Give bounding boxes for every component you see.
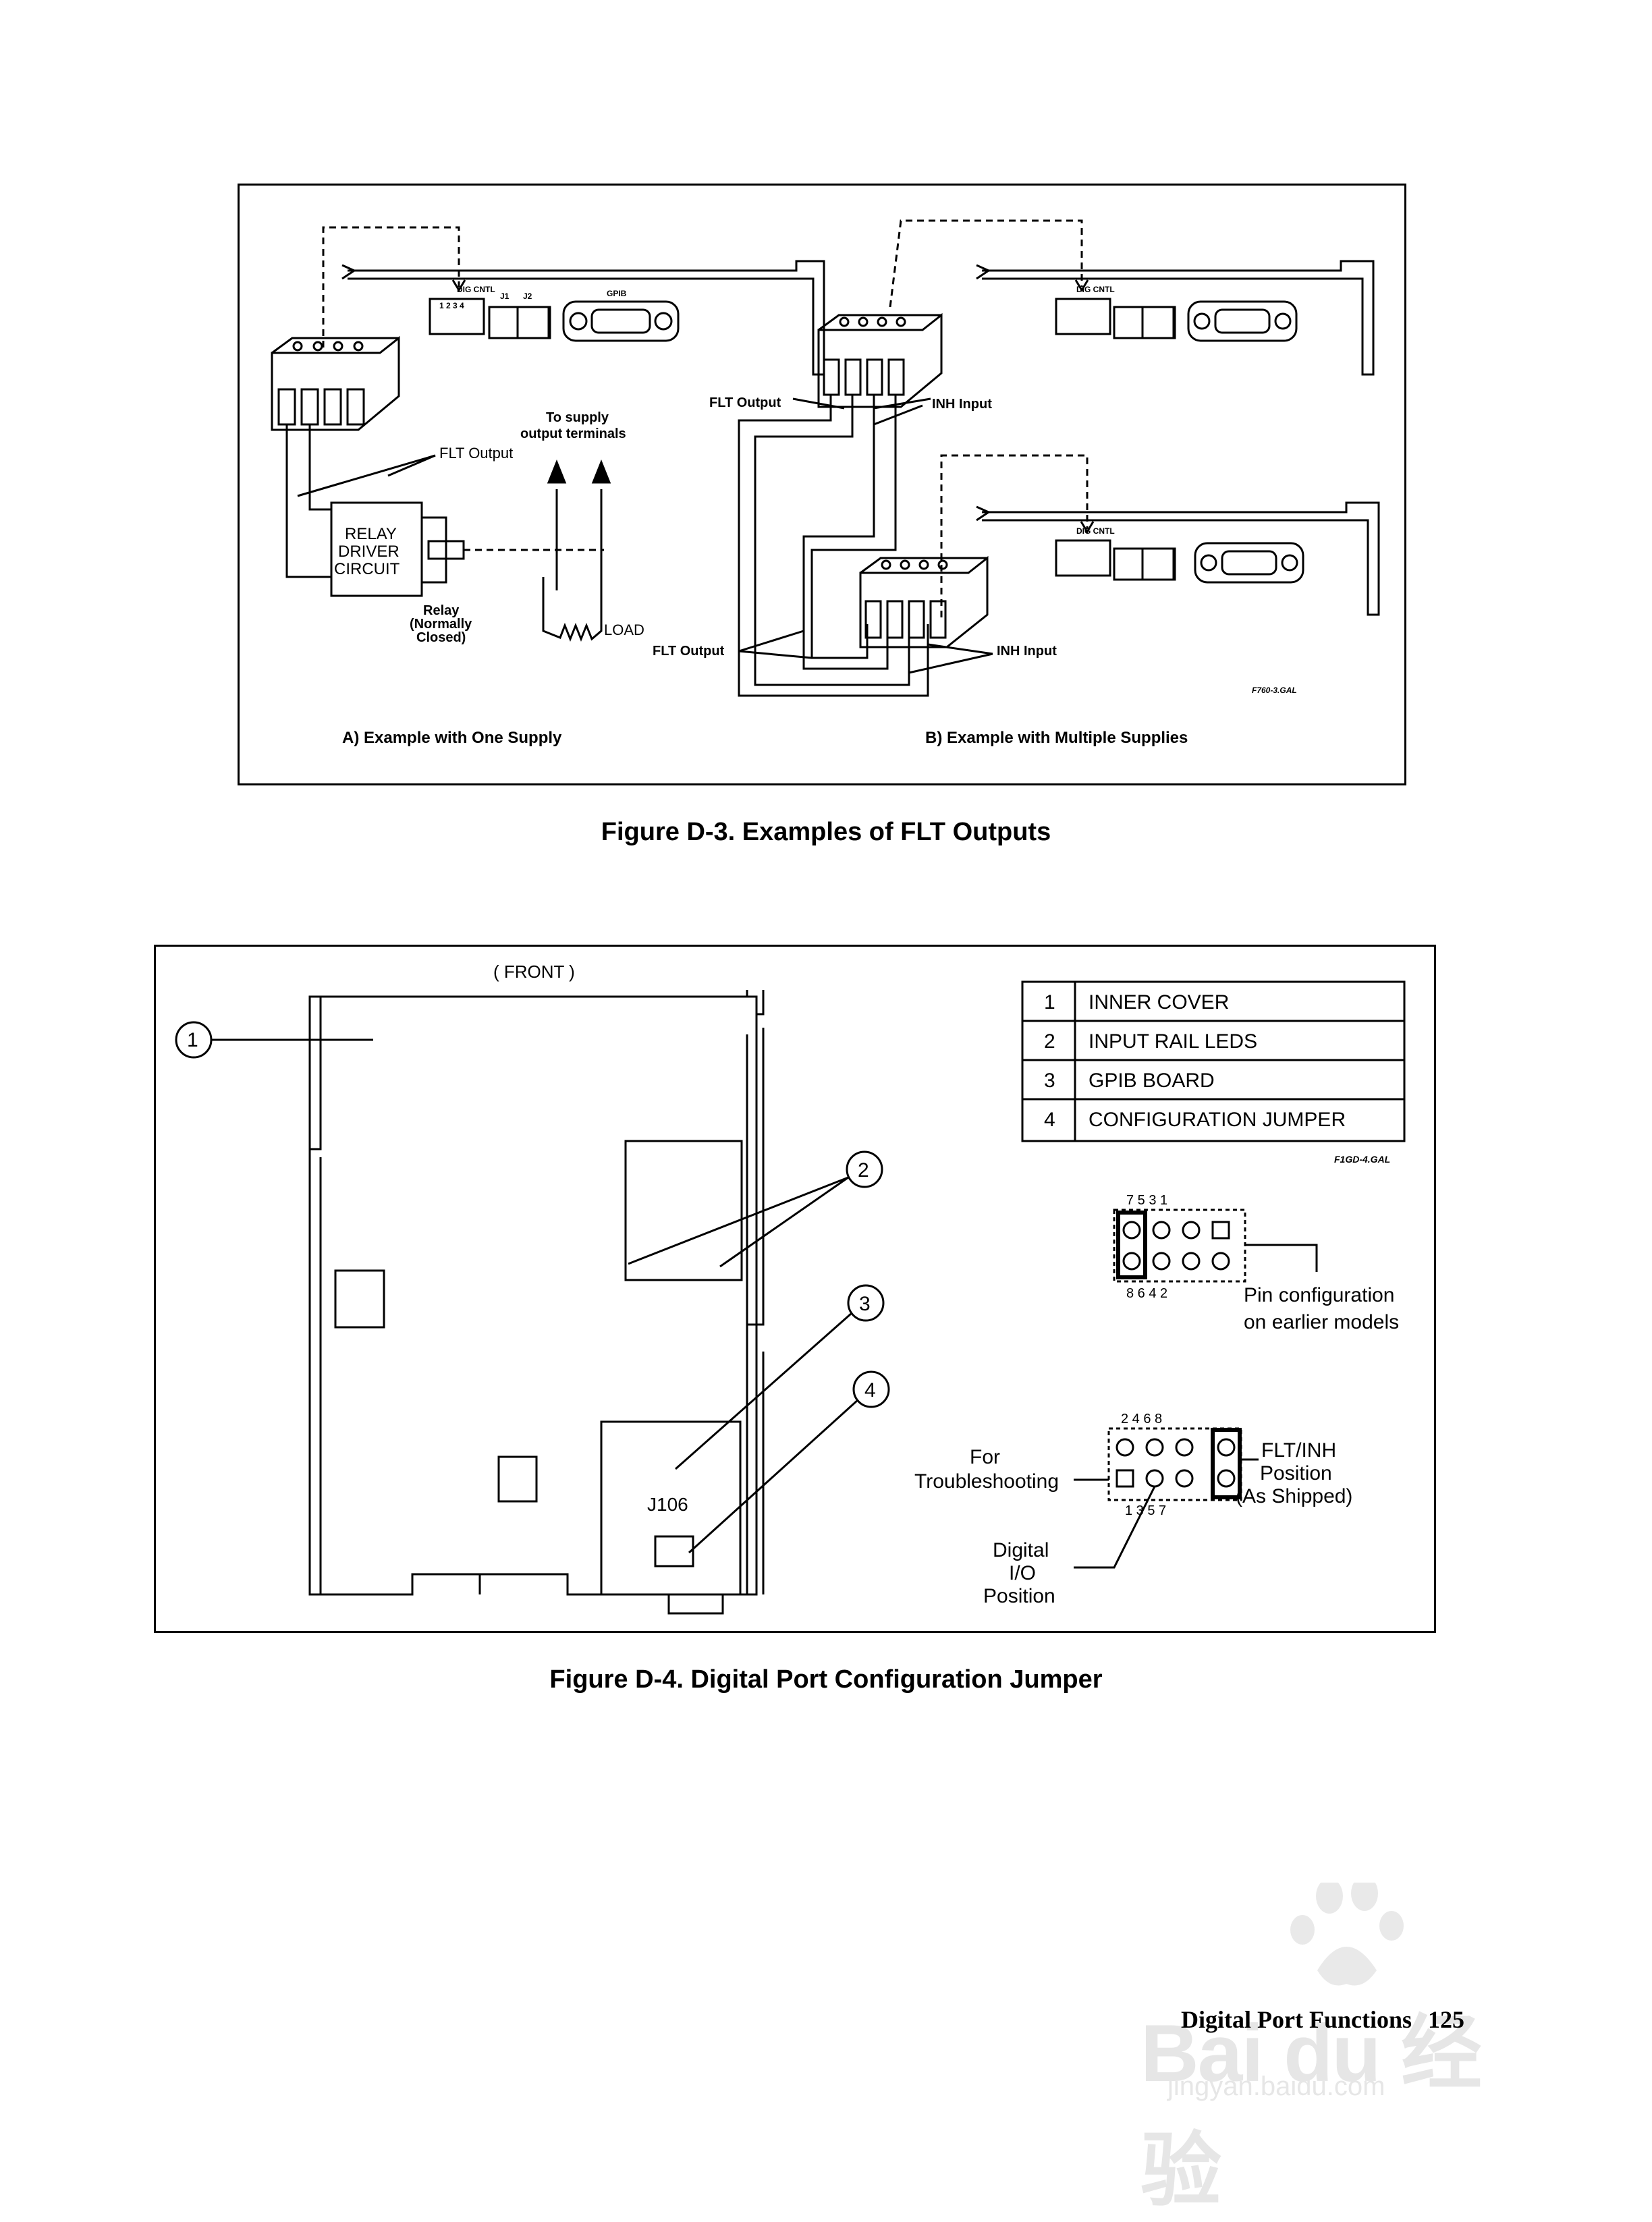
dig-cntl-label-b1: DIG CNTL	[1076, 285, 1115, 294]
earlier-top-pins: 7 5 3 1	[1126, 1193, 1167, 1208]
legend-label-2: INPUT RAIL LEDS	[1089, 1030, 1257, 1053]
relay-driver-line1: RELAY	[345, 525, 397, 543]
callout-4: 4	[864, 1379, 876, 1401]
pins-label-a: 1 2 3 4	[439, 301, 464, 310]
flt-output-label-b2: FLT Output	[653, 644, 725, 659]
legend-label-4: CONFIGURATION JUMPER	[1089, 1109, 1346, 1131]
dig-cntl-label-b2: DIG CNTL	[1076, 526, 1115, 536]
panel-a-label: A) Example with One Supply	[342, 729, 562, 747]
relay-driver-line2: DRIVER	[338, 543, 400, 561]
relay-line1: Relay	[423, 603, 460, 618]
footer-title: Digital Port Functions	[1181, 2006, 1412, 2033]
page-number: 125	[1427, 2006, 1464, 2033]
dio-line3: Position	[983, 1585, 1055, 1607]
legend-label-1: INNER COVER	[1089, 991, 1229, 1013]
relay-line3: Closed)	[416, 630, 466, 645]
j1-label-a: J1	[500, 291, 510, 301]
to-supply-line2: output terminals	[520, 426, 626, 441]
file-ref-d3: F760-3.GAL	[1252, 686, 1297, 695]
legend-label-3: GPIB BOARD	[1089, 1070, 1215, 1092]
inh-input-label-b2: INH Input	[997, 644, 1057, 659]
gpib-label-a: GPIB	[607, 289, 627, 298]
current-bottom-pins: 1 3 5 7	[1125, 1503, 1166, 1518]
to-supply-line1: To supply	[546, 410, 609, 425]
panel-b-label: B) Example with Multiple Supplies	[925, 729, 1188, 747]
file-ref-d4: F1GD-4.GAL	[1334, 1154, 1390, 1165]
flt-line1: FLT/INH	[1261, 1439, 1336, 1462]
earlier-bottom-pins: 8 6 4 2	[1126, 1286, 1167, 1301]
dio-line1: Digital	[993, 1539, 1049, 1561]
callout-2: 2	[858, 1159, 869, 1182]
flt-line2: Position	[1260, 1462, 1332, 1484]
relay-driver-line3: CIRCUIT	[334, 560, 400, 578]
figure-d4: ( FRONT ) J106 1 2 3 4 1 INNER COVER 2 I…	[154, 945, 1436, 1633]
relay-line2: (Normally	[410, 617, 472, 632]
connector-label: J106	[647, 1494, 688, 1515]
legend-num-1: 1	[1044, 991, 1055, 1013]
earlier-line2: on earlier models	[1244, 1311, 1399, 1333]
earlier-line1: Pin configuration	[1244, 1284, 1394, 1306]
legend-num-3: 3	[1044, 1070, 1055, 1092]
front-label: ( FRONT )	[493, 962, 575, 982]
legend-num-2: 2	[1044, 1030, 1055, 1053]
dio-line2: I/O	[1009, 1562, 1036, 1584]
baidu-watermark: Bai du 经验 jingyan.baidu.com	[1140, 1883, 1545, 2216]
figure-d3-caption: Figure D-3. Examples of FLT Outputs	[601, 818, 1051, 846]
for-line1: For	[970, 1446, 1000, 1468]
flt-output-label-b1: FLT Output	[709, 395, 781, 410]
for-line2: Troubleshooting	[914, 1470, 1059, 1493]
inh-input-label-b1: INH Input	[932, 397, 992, 412]
figure-d3: DIG CNTL 1 2 3 4 J1 J2 GPIB FLT Output T…	[238, 184, 1406, 785]
page-footer: Digital Port Functions 125	[1181, 2005, 1481, 2034]
legend-num-4: 4	[1044, 1109, 1055, 1131]
callout-1: 1	[187, 1029, 198, 1051]
flt-output-label-a: FLT Output	[439, 445, 513, 462]
current-top-pins: 2 4 6 8	[1121, 1412, 1162, 1426]
load-label: LOAD	[604, 621, 644, 638]
paw-icon	[1290, 1883, 1404, 1986]
figure-d4-drawing: ( FRONT ) J106 1 2 3 4 1 INNER COVER 2 I…	[175, 962, 1406, 1615]
figure-d3-drawing: DIG CNTL 1 2 3 4 J1 J2 GPIB FLT Output T…	[271, 219, 1380, 747]
dig-cntl-label-a: DIG CNTL	[457, 285, 495, 294]
flt-line3: (As Shipped)	[1236, 1485, 1352, 1507]
j2-label-a: J2	[523, 291, 532, 301]
figure-d4-caption: Figure D-4. Digital Port Configuration J…	[549, 1665, 1103, 1694]
callout-3: 3	[859, 1293, 871, 1315]
baidu-watermark-url: jingyan.baidu.com	[1167, 2072, 1385, 2101]
